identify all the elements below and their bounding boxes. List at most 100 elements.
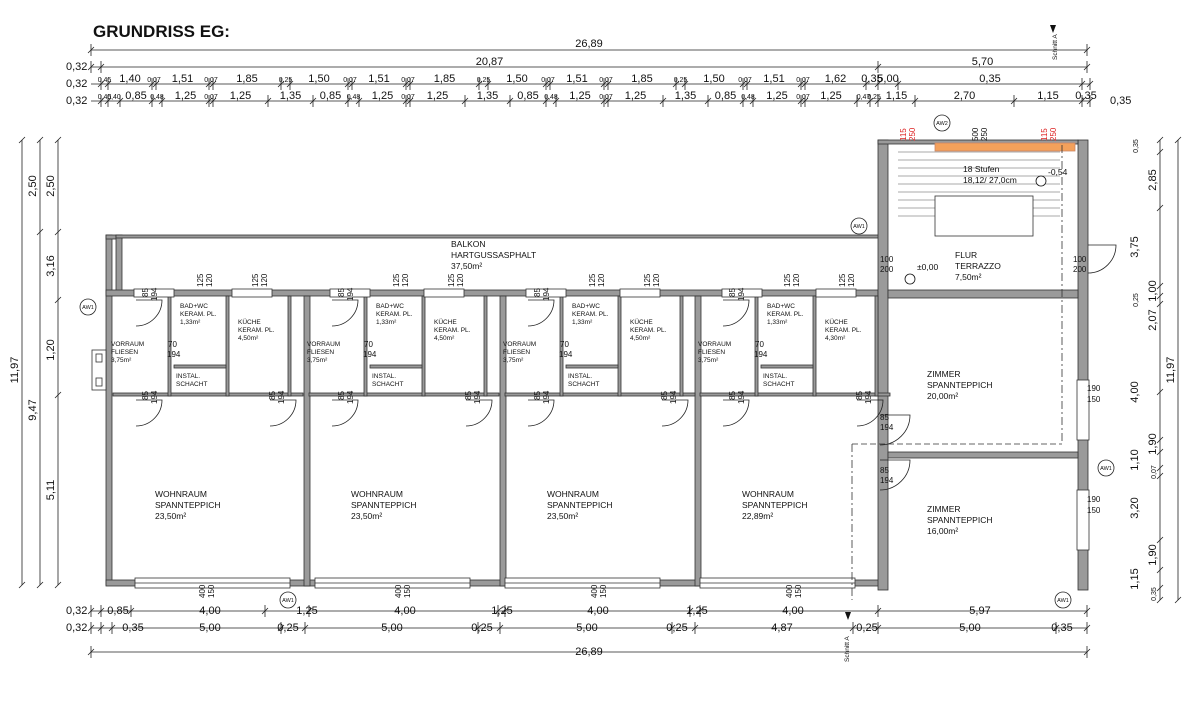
dimension-label: 1,85 xyxy=(631,73,652,85)
dimension-label: 1,85 xyxy=(236,73,257,85)
dimension-tick xyxy=(1156,136,1164,144)
dimension-label: 0,25 xyxy=(674,77,688,84)
dimension-label: 1,25 xyxy=(766,90,787,102)
opening-height: 194 xyxy=(559,350,573,359)
dimension-label: 1,40 xyxy=(119,73,140,85)
dimension-label: 4,00 xyxy=(1129,381,1141,402)
dimension-label: 0,07 xyxy=(204,94,218,101)
dimension-label: 0,45 xyxy=(98,94,112,101)
dimension-label: 4,87 xyxy=(771,622,792,634)
dimension-label: 0,85 xyxy=(107,605,128,617)
window xyxy=(721,288,763,298)
wall xyxy=(1077,139,1089,591)
opening-width: 70 xyxy=(168,340,177,349)
opening-width: 85 xyxy=(268,391,277,400)
opening-height: 200 xyxy=(1073,265,1087,274)
wall xyxy=(303,295,311,587)
dimension-label: 4,00 xyxy=(394,605,415,617)
opening-width: 85 xyxy=(141,391,150,400)
dimension-label: 0,35 xyxy=(861,73,882,85)
dimension-label: 1,51 xyxy=(172,73,193,85)
opening-width: 85 xyxy=(337,391,346,400)
dimension-label: 4,00 xyxy=(782,605,803,617)
dimension-label: 5,00 xyxy=(381,622,402,634)
wall-type-tag-circle xyxy=(933,114,951,132)
wohnraum-label: WOHNRAUM xyxy=(155,489,207,499)
bad-label: 1,33m² xyxy=(572,319,593,326)
dimension-label: 0,48 xyxy=(544,94,558,101)
window xyxy=(423,288,465,298)
wall xyxy=(112,392,304,397)
door-swing xyxy=(722,299,750,327)
dimension-label: 0,25 xyxy=(279,77,293,84)
wall-type-tag-circle xyxy=(850,217,868,235)
kueche-label: KERAM. PL. xyxy=(238,327,275,334)
dimension-label: 0,07 xyxy=(541,77,555,84)
opening-height: 194 xyxy=(737,390,746,404)
dimension-label: 1,35 xyxy=(675,90,696,102)
dimension-label: 0,25 xyxy=(1133,293,1140,307)
kueche-label: KÜCHE xyxy=(434,318,457,326)
opening-height: 194 xyxy=(363,350,377,359)
opening-height: 194 xyxy=(473,390,482,404)
shaft xyxy=(91,349,107,391)
wall xyxy=(483,295,488,397)
dimension-label: 5,00 xyxy=(877,73,898,85)
dimension-tick xyxy=(36,581,44,589)
kueche-label: KERAM. PL. xyxy=(630,327,667,334)
wall xyxy=(173,364,227,369)
instal-label: INSTAL. xyxy=(763,373,787,380)
dimension-label: 1,51 xyxy=(566,73,587,85)
opening-height: 200 xyxy=(880,265,894,274)
window-height: 250 xyxy=(980,127,989,141)
opening-width: 70 xyxy=(755,340,764,349)
opening-width: 85 xyxy=(880,413,889,422)
zimmer2-label: SPANNTEPPICH xyxy=(927,515,993,525)
kueche-label: KERAM. PL. xyxy=(825,327,862,334)
opening-height: 194 xyxy=(150,287,159,301)
window-height: 120 xyxy=(260,273,269,287)
dimension-label: 2,07 xyxy=(1147,309,1159,330)
window-height: 150 xyxy=(403,584,412,598)
kueche-label: 4,30m² xyxy=(825,335,846,342)
vorraum-label: FLIESEN xyxy=(503,349,530,356)
kueche-label: 4,50m² xyxy=(630,335,651,342)
instal-label: INSTAL. xyxy=(568,373,592,380)
bad-label: 1,33m² xyxy=(180,319,201,326)
dimension-tick xyxy=(1156,148,1164,156)
bad-label: KERAM. PL. xyxy=(180,311,217,318)
opening-width: 100 xyxy=(1073,255,1087,264)
window-height: 120 xyxy=(205,273,214,287)
wall-type-tag: AW1 xyxy=(282,598,294,604)
kueche-label: 4,50m² xyxy=(238,335,259,342)
opening-width: 85 xyxy=(660,391,669,400)
door-swing xyxy=(722,399,750,427)
vorraum-label: 3,75m² xyxy=(111,357,132,364)
dimension-tick xyxy=(1156,436,1164,444)
window-width: 125 xyxy=(783,273,792,287)
dimension-label: 1,00 xyxy=(1147,280,1159,301)
door-swing xyxy=(661,399,689,427)
bad-label: KERAM. PL. xyxy=(767,311,804,318)
opening-height: 194 xyxy=(737,287,746,301)
window-width: 115 xyxy=(899,128,908,141)
wohnraum-label: SPANNTEPPICH xyxy=(547,500,613,510)
wohnraum-label: WOHNRAUM xyxy=(351,489,403,499)
dimension-label: 0,25 xyxy=(867,94,881,101)
zimmer2-label: ZIMMER xyxy=(927,504,961,514)
kueche-label: KÜCHE xyxy=(630,318,653,326)
door-swing xyxy=(331,299,359,327)
dimension-label: 1,50 xyxy=(703,73,724,85)
window-width: 125 xyxy=(447,273,456,287)
instal-label: SCHACHT xyxy=(176,381,207,388)
section-arrow xyxy=(1050,25,1056,33)
vorraum-label: 3,75m² xyxy=(698,357,719,364)
window-height: 250 xyxy=(1049,127,1058,141)
wall-type-tag: AW1 xyxy=(1057,598,1069,604)
wohnraum-label: WOHNRAUM xyxy=(547,489,599,499)
wall xyxy=(115,234,123,296)
dimension-label: 0,07 xyxy=(796,77,810,84)
window-width: 115 xyxy=(1040,128,1049,141)
dimension-label: 1,90 xyxy=(1147,433,1159,454)
opening-width: 85 xyxy=(728,288,737,297)
